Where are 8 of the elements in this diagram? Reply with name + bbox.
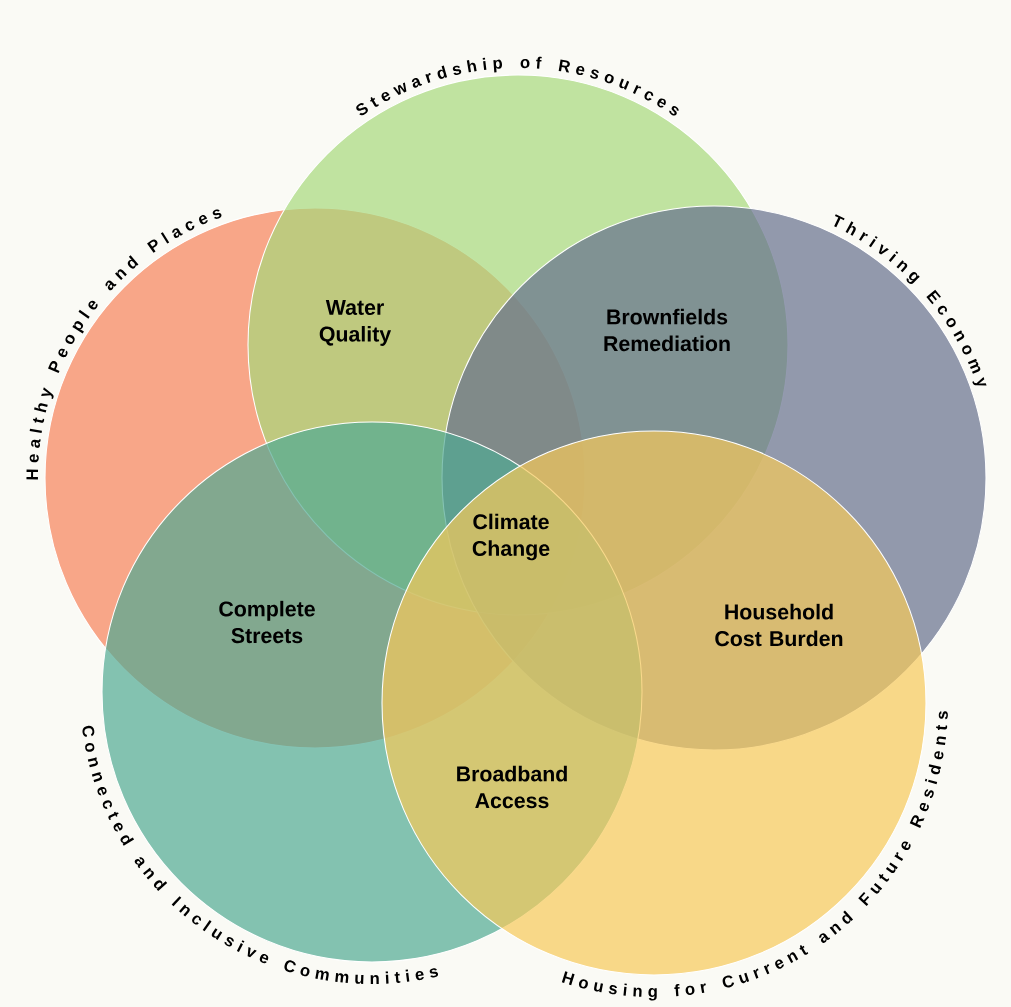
circle-heading: Stewardship of Resources xyxy=(356,56,679,116)
region-label: Water Quality xyxy=(319,300,392,346)
region-label: Household Cost Burden xyxy=(715,603,843,647)
region-label: Complete Streets xyxy=(219,600,315,644)
region-label: Climate Change xyxy=(472,513,550,561)
region-label: Brownfields Remediation xyxy=(604,308,730,352)
region-label: Broadband Access xyxy=(457,765,567,809)
circle-heading: Healthy People and Places xyxy=(26,209,222,480)
